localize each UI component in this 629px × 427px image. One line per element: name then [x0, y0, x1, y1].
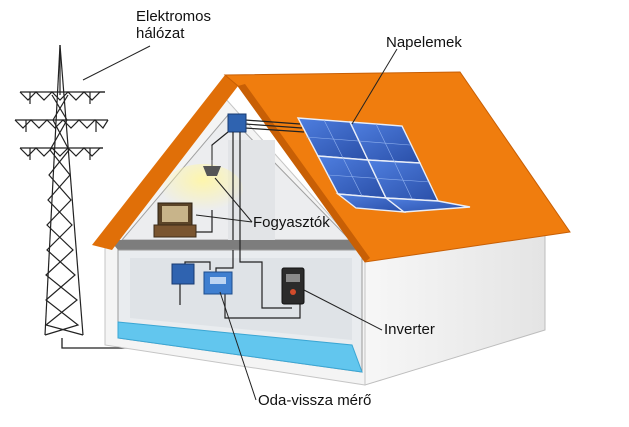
floor-slab: [110, 240, 362, 250]
panel-cables: [244, 119, 305, 133]
grid-label: Elektromos hálózat: [136, 8, 211, 42]
meter-label: Oda-vissza mérő: [258, 392, 372, 409]
power-pylon-icon: [14, 44, 109, 336]
roof-eave: [238, 84, 370, 262]
meter-icon: [203, 271, 233, 295]
inverter-icon: [281, 267, 305, 305]
grid-leader-line: [82, 45, 151, 81]
junction-box-icon: [227, 113, 247, 133]
inverter-label: Inverter: [384, 321, 435, 338]
roof-front-edge: [92, 75, 238, 250]
ground-floor-pool: [117, 321, 363, 373]
distribution-box-icon: [171, 263, 195, 285]
grid-label-line1: Elektromos: [136, 8, 212, 25]
solar-panels-label: Napelemek: [386, 34, 462, 51]
grid-label-line2: hálózat: [136, 25, 185, 42]
leader-lines: [195, 48, 398, 401]
consumers-label: Fogyasztók: [253, 214, 330, 231]
lamp-icon: [203, 146, 221, 176]
tv-icon: [153, 202, 197, 238]
solar-panel-icon: [296, 117, 471, 213]
